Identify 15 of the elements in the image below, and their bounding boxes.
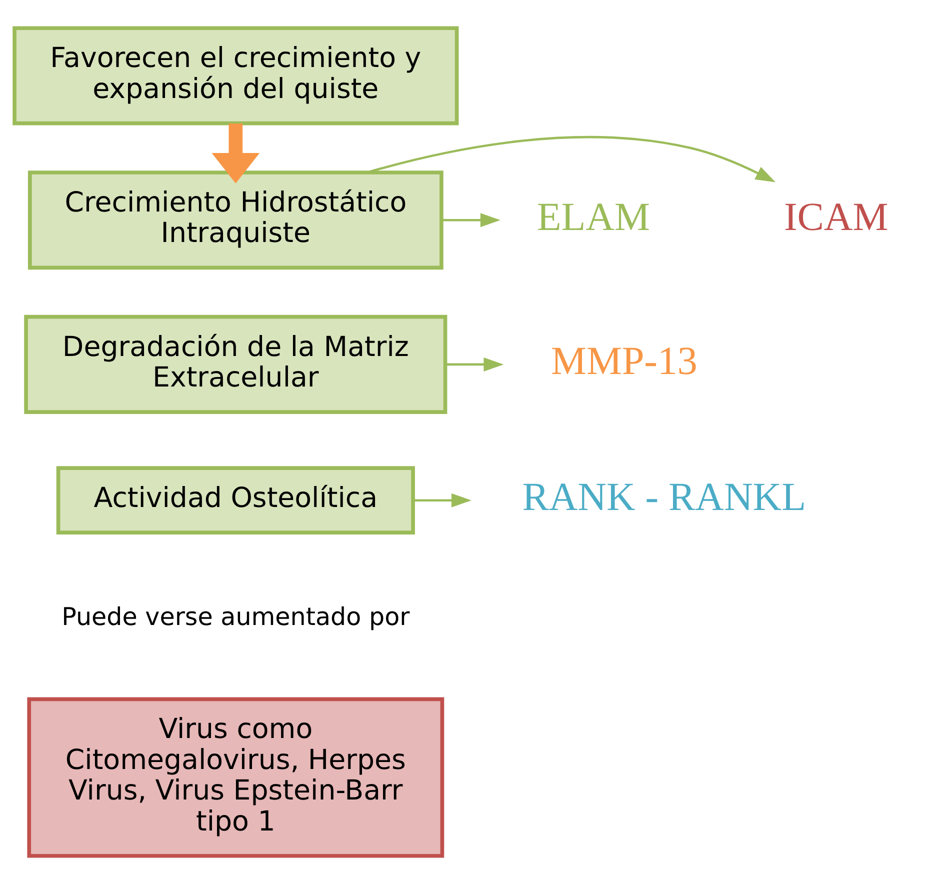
arrow: [446, 356, 504, 371]
node-box: Crecimiento Hidrostático Intraquiste: [28, 170, 444, 270]
node-text: MMP-13: [551, 338, 698, 383]
label: Puede verse aumentado por: [62, 602, 410, 631]
arrow: [367, 136, 776, 182]
node-text: RANK - RANKL: [522, 474, 806, 519]
arrow: [413, 492, 472, 507]
node-box: Actividad Osteolítica: [56, 466, 415, 534]
node-text: ELAM: [536, 193, 650, 238]
arrow: [212, 123, 260, 183]
node-box: Degradación de la Matriz Extracelular: [24, 314, 448, 414]
node-box: Virus como Citomegalovirus, Herpes Virus, Virus Epstein-Barr tipo 1: [27, 696, 444, 858]
node-box: Favorecen el crecimiento y expansión del quiste: [12, 26, 459, 125]
node-text: ICAM: [784, 193, 888, 238]
arrow: [442, 212, 500, 227]
